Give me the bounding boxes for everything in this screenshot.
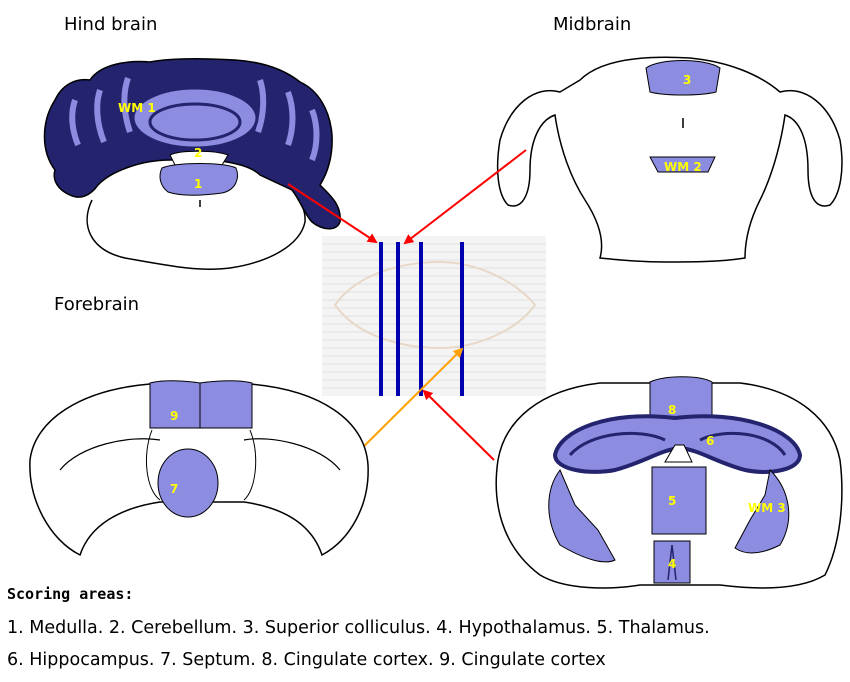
area-label-2: 2 [194,146,202,160]
thalamic-section: 8 6 5 WM 3 4 [496,377,842,588]
area-label-5: 5 [668,494,676,508]
area-label-4: 4 [668,557,676,571]
cingulate-cortex-area-8 [650,377,712,420]
area-label-7: 7 [170,482,178,496]
area-label-1: 1 [194,177,202,191]
arrow-thalamic-section [424,391,494,460]
area-label-9: 9 [170,409,178,423]
hindbrain-outline [87,190,305,269]
forebrain-section: 9 7 [30,381,368,555]
area-label-wm2: WM 2 [664,160,702,174]
midbrain-section: 3 WM 2 [498,57,842,262]
hindbrain-section: WM 1 2 1 [44,59,340,270]
scoring-areas-line-1: 1. Medulla. 2. Cerebellum. 3. Superior c… [7,618,710,638]
scoring-areas-line-2: 6. Hippocampus. 7. Septum. 8. Cingulate … [7,650,606,670]
sagittal-schematic [322,236,546,396]
area-label-8: 8 [668,403,676,417]
area-label-3: 3 [683,73,691,87]
area-label-wm3: WM 3 [748,501,786,515]
area-label-wm1: WM 1 [118,101,156,115]
scoring-areas-title: Scoring areas: [7,585,133,603]
cingulate-cortex-area-9 [150,381,252,428]
area-label-6: 6 [706,434,714,448]
septum-area-7 [158,449,218,517]
thalamus-area-5 [652,467,706,534]
